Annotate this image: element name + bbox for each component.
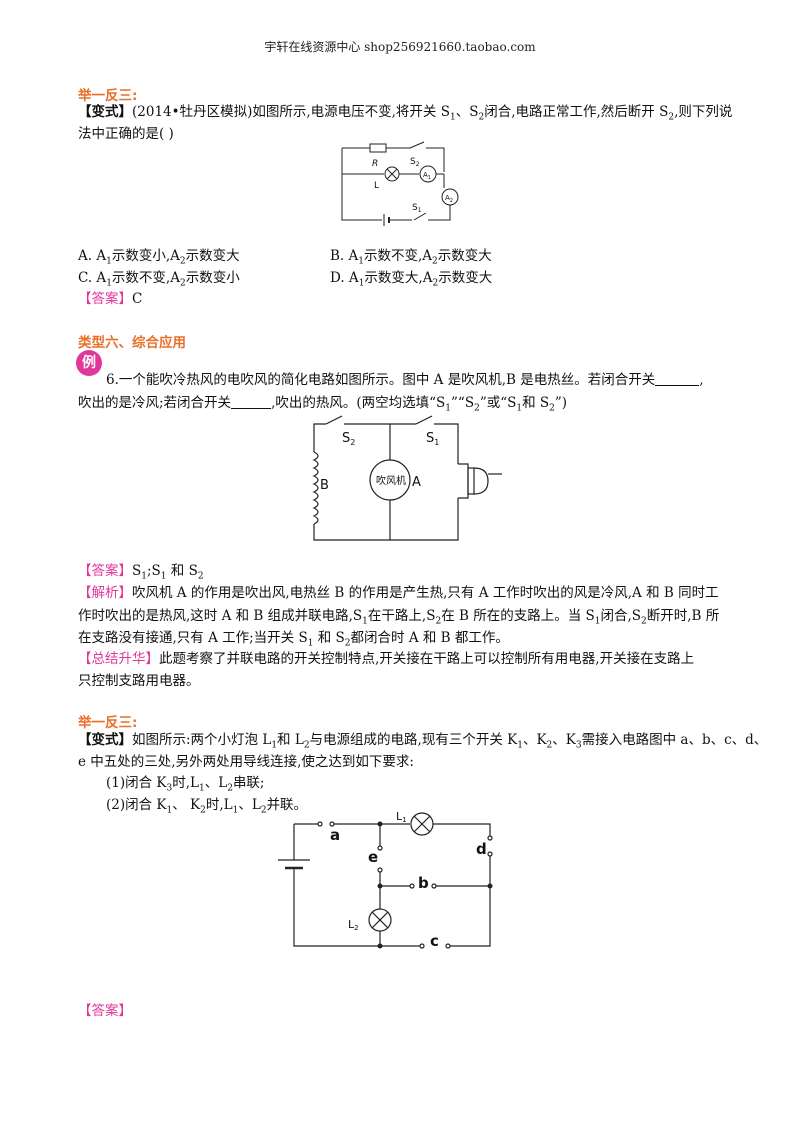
- answer-6: 【答案】S1;S1 和 S2: [78, 563, 204, 582]
- label-r: R: [372, 159, 378, 169]
- label-l1: L1: [396, 810, 407, 824]
- label-s1: S1: [426, 431, 439, 447]
- section-heading-practice-1: 举一反三:: [78, 88, 138, 104]
- circuit-figure-1: R L S2 A1 A2 S1: [341, 141, 459, 226]
- option-c[interactable]: C. A1示数不变,A2示数变小: [78, 270, 240, 289]
- analysis-line3: 在支路没有接通,只有 A 工作;当开关 S1 和 S2都闭合时 A 和 B 都工…: [78, 630, 509, 649]
- requirement-1: (1)闭合 K3时,L1、L2串联;: [106, 775, 265, 794]
- label-l2: L2: [348, 918, 359, 932]
- option-b[interactable]: B. A1示数不变,A2示数变大: [330, 248, 492, 267]
- page-header: 宇轩在线资源中心 shop256921660.taobao.com: [264, 40, 536, 54]
- question-variant-1: 【变式】(2014•牡丹区模拟)如图所示,电源电压不变,将开关 S1、S2闭合,…: [78, 102, 732, 122]
- label-b: B: [320, 478, 329, 493]
- label-s1: S1: [412, 203, 422, 214]
- variant-tag: 【变式】: [78, 104, 132, 120]
- switch-s1: [413, 212, 427, 221]
- summary-line2: 只控制支路用电器。: [78, 673, 200, 689]
- label-c: c: [430, 932, 439, 950]
- answer-label: 【答案】: [78, 291, 132, 307]
- q-text: 闭合,电路正常工作,然后断开 S: [484, 104, 669, 120]
- section-heading-type-6: 类型六、综合应用: [78, 335, 186, 351]
- answer-blank-1[interactable]: [655, 371, 700, 386]
- answer-1: 【答案】C: [78, 289, 142, 309]
- option-a[interactable]: A. A1示数变小,A2示数变大: [78, 248, 240, 267]
- question-6-line2: 吹出的是冷风;若闭合开关,吹出的热风。(两空均选填“S1”“S2”或“S1和 S…: [78, 394, 568, 414]
- sub: 1: [449, 112, 456, 123]
- option-d[interactable]: D. A1示数变大,A2示数变大: [330, 270, 493, 289]
- analysis-label: 【解析】: [78, 585, 132, 601]
- label-motor: 吹风机: [376, 474, 406, 487]
- analysis-line2: 作时吹出的是热风,这时 A 和 B 组成并联电路,S1在干路上,S2在 B 所在…: [78, 608, 720, 627]
- label-l: L: [374, 181, 379, 191]
- label-s2: S2: [342, 431, 355, 447]
- label-a: A: [412, 475, 421, 490]
- label-s2: S2: [410, 157, 420, 168]
- analysis-line1: 【解析】吹风机 A 的作用是吹出风,电热丝 B 的作用是产生热,只有 A 工作时…: [78, 585, 719, 601]
- switch-s2: [409, 141, 425, 149]
- example-badge: 例: [76, 350, 102, 376]
- summary-label: 【总结升华】: [78, 651, 159, 667]
- label-a2: A2: [445, 194, 453, 204]
- question-6: 6.一个能吹冷热风的电吹风的简化电路如图所示。图中 A 是吹风机,B 是电热丝。…: [106, 371, 704, 388]
- question-variant-1-line2: 法中正确的是( ): [78, 126, 174, 142]
- q-text: (2014•牡丹区模拟)如图所示,电源电压不变,将开关 S: [132, 104, 450, 120]
- label-a: a: [330, 826, 340, 844]
- sub: 2: [668, 112, 675, 123]
- q-text: ,则下列说: [674, 104, 733, 120]
- label-e: e: [368, 848, 378, 866]
- section-heading-practice-2: 举一反三:: [78, 715, 138, 731]
- switch-s2: [325, 415, 343, 425]
- variant-tag: 【变式】: [78, 732, 132, 748]
- sub: 2: [478, 112, 485, 123]
- answer-variant-2: 【答案】: [78, 1001, 132, 1021]
- label-b: b: [418, 874, 429, 892]
- circuit-figure-3: a e b d c L1 L2: [278, 810, 493, 950]
- switch-s1: [415, 415, 433, 425]
- question-variant-2: 【变式】如图所示:两个小灯泡 L1和 L2与电源组成的电路,现有三个开关 K1、…: [78, 732, 768, 751]
- answer-label: 【答案】: [78, 563, 132, 579]
- answer-label: 【答案】: [78, 1003, 132, 1019]
- label-d: d: [476, 840, 487, 858]
- summary-line1: 【总结升华】此题考察了并联电路的开关控制特点,开关接在干路上可以控制所有用电器,…: [78, 651, 695, 667]
- q-text: 、S: [455, 104, 479, 120]
- answer-blank-2[interactable]: [231, 394, 272, 409]
- heater-coil-b: [312, 451, 319, 525]
- label-a1: A1: [423, 171, 431, 181]
- circuit-figure-2: S2 S1 B 吹风机 A: [312, 415, 502, 541]
- requirement-2: (2)闭合 K1、 K2时,L1、L2并联。: [106, 797, 308, 816]
- answer-value: C: [132, 291, 143, 307]
- question-variant-2-line2: e 中五处的三处,另外两处用导线连接,使之达到如下要求:: [78, 754, 414, 770]
- resistor-r: [369, 143, 387, 153]
